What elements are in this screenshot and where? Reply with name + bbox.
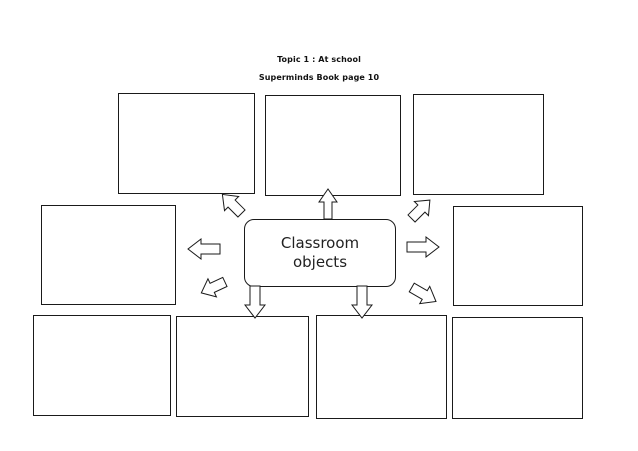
arrow-up-right-icon	[407, 199, 431, 223]
arrow-right-icon	[406, 235, 440, 259]
answer-box-middle-left[interactable]	[41, 205, 176, 305]
arrow-down-icon	[243, 285, 267, 319]
arrow-up-left-icon	[221, 193, 246, 218]
arrow-up-icon	[318, 188, 338, 220]
arrow-down-right-icon	[408, 282, 437, 305]
answer-box-top-right[interactable]	[413, 94, 544, 195]
answer-box-bottom-4[interactable]	[452, 317, 583, 419]
arrow-down-left-icon	[200, 276, 228, 298]
answer-box-middle-right[interactable]	[453, 206, 583, 306]
worksheet-book-reference: Superminds Book page 10	[258, 73, 380, 82]
center-topic-box: Classroom objects	[244, 219, 396, 287]
answer-box-top-middle[interactable]	[265, 95, 401, 196]
center-label-line1: Classroom	[280, 234, 360, 252]
arrow-left-icon	[187, 237, 221, 261]
answer-box-bottom-1[interactable]	[33, 315, 171, 416]
answer-box-top-left[interactable]	[118, 93, 255, 194]
answer-box-bottom-3[interactable]	[316, 315, 447, 419]
center-label-line2: objects	[292, 253, 348, 271]
arrow-down-icon	[350, 285, 374, 319]
answer-box-bottom-2[interactable]	[176, 316, 309, 417]
worksheet-topic-title: Topic 1 : At school	[277, 55, 361, 64]
